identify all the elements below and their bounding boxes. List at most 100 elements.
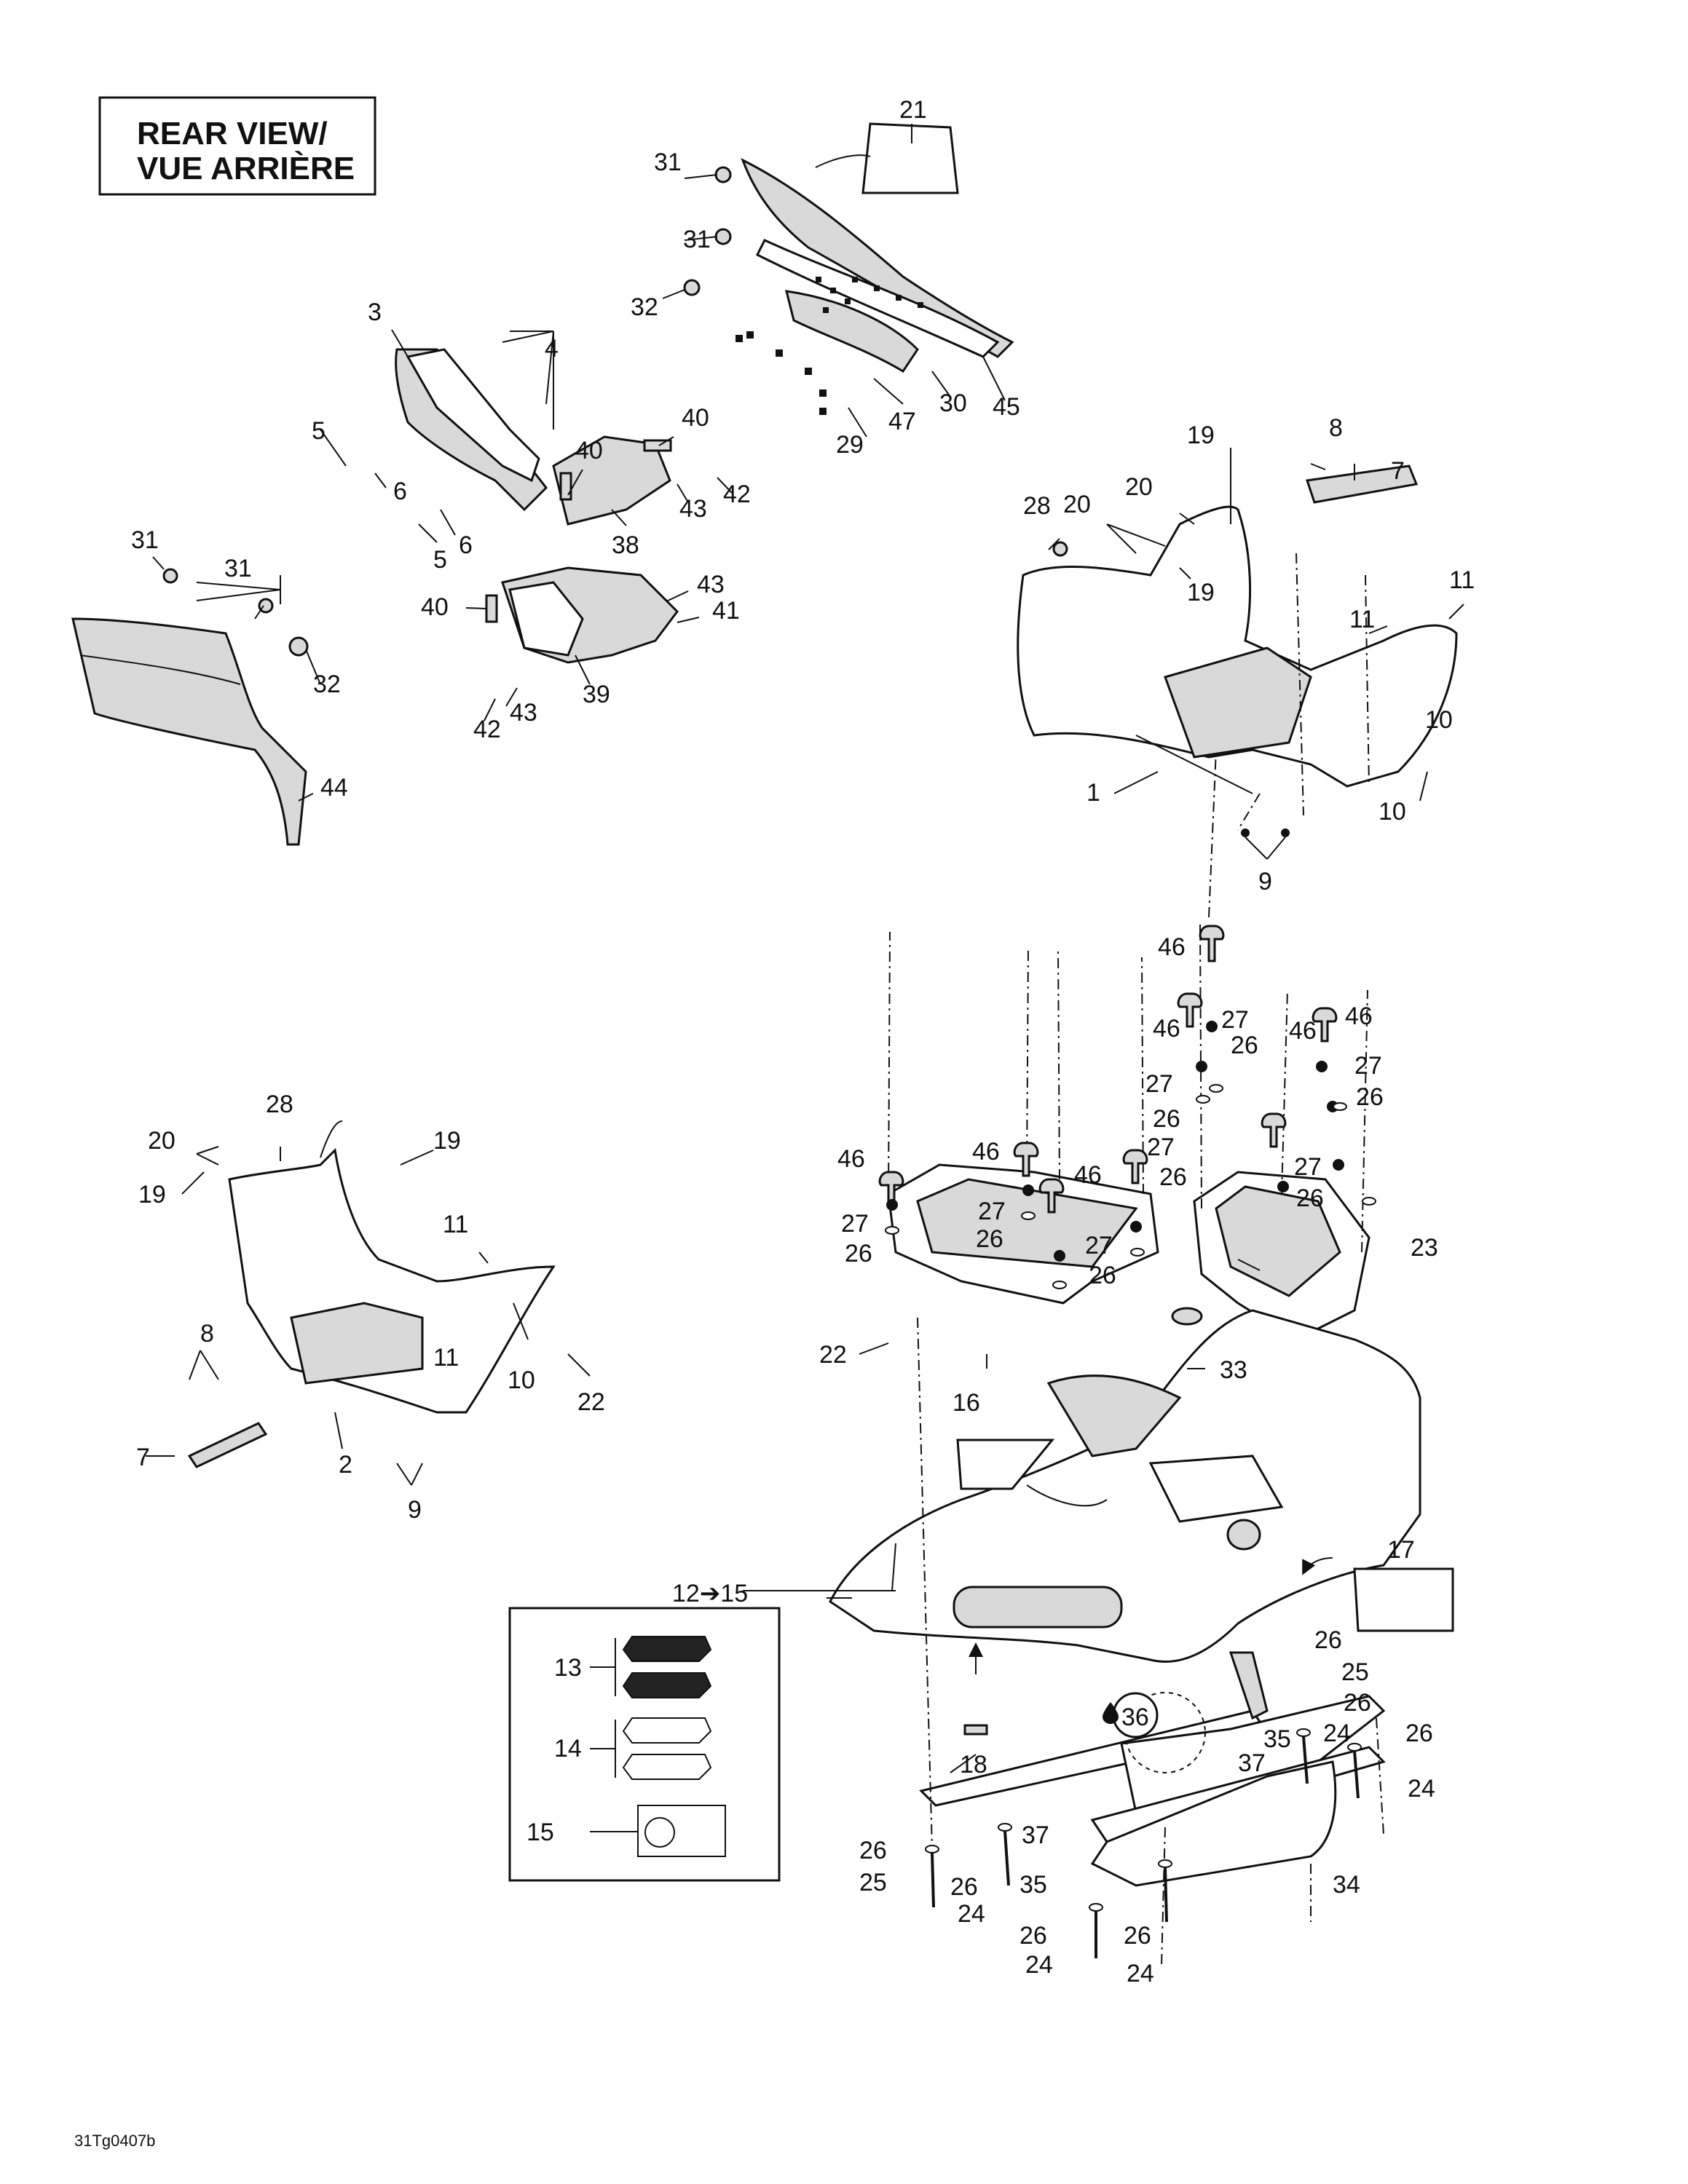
callout: 7 [1391,457,1405,485]
callout: 46 [837,1145,865,1173]
callout: 10 [1425,706,1453,734]
callout: 33 [1220,1356,1247,1384]
callout: 43 [697,571,725,598]
callout: 20 [1125,473,1153,501]
callout: 29 [836,431,864,459]
callout: 9 [408,1496,422,1524]
view-title-line2: VUE ARRIÈRE [137,150,355,186]
callout: 46 [1345,1002,1373,1030]
callout: 21 [899,96,927,124]
callout: 40 [575,437,603,464]
callout: 1 [1086,779,1100,807]
callout: 18 [960,1751,987,1779]
callout: 40 [682,404,709,432]
callout: 9 [1258,868,1272,895]
decal-panel [508,1607,781,1882]
bumper-frame-34 [919,1651,1386,1887]
rear-fender-panel-group [683,122,1014,415]
callout: 20 [148,1127,175,1155]
callout: 45 [993,393,1020,421]
callout: 8 [1329,414,1343,442]
callout: 26 [1159,1163,1187,1191]
callout: 37 [1022,1821,1049,1849]
callout: 26 [1405,1720,1433,1747]
callout: 13 [554,1654,582,1682]
callout: 47 [888,408,916,435]
callout: 46 [1289,1017,1317,1045]
callout: 11 [1349,606,1375,633]
view-title-box: REAR VIEW/ VUE ARRIÈRE [98,96,376,196]
callout: 25 [859,1869,887,1896]
callout: 42 [473,716,501,743]
callout: 27 [1145,1070,1173,1098]
callout: 2 [339,1451,352,1479]
callout: 19 [138,1181,166,1208]
callout: 26 [950,1873,978,1901]
callout: 26 [1356,1083,1384,1111]
oil-drop-icon [1103,1702,1119,1724]
callout: 27 [1147,1133,1175,1161]
rear-fender-12 [829,1309,1454,1736]
callout: 37 [1238,1749,1266,1777]
callout: 24 [958,1900,985,1928]
callout: 28 [1023,492,1051,520]
callout: 24 [1408,1775,1435,1803]
callout: 3 [368,298,382,326]
callout: 10 [508,1366,535,1394]
leader-lines [146,124,1464,1773]
callout: 6 [393,478,407,505]
callout: 27 [1354,1052,1382,1080]
callout: 31 [131,526,159,554]
callout: 19 [1187,422,1215,449]
view-title-line1: REAR VIEW/ [137,116,328,151]
figure-code: 31Tg0407b [74,2132,155,2150]
callout: 19 [433,1127,461,1155]
side-fender-44 [71,568,309,846]
callout: 26 [1019,1922,1047,1950]
callout: 5 [433,546,447,574]
callout: 46 [1074,1161,1102,1189]
callout: 27 [1085,1232,1113,1259]
callout: 26 [1231,1032,1258,1059]
callout: 22 [577,1388,605,1416]
fasteners [878,925,1376,1958]
rack-22-and-23 [887,1163,1370,1341]
callout: 26 [1153,1105,1180,1133]
callout: 11 [443,1211,468,1238]
callout: 27 [1294,1153,1322,1181]
callout: 4 [545,335,559,363]
callout: 35 [1263,1725,1291,1753]
callout: 31 [224,555,252,582]
callout: 44 [320,774,348,802]
callout: 26 [1314,1626,1342,1654]
callout: 43 [510,699,537,727]
callout: 17 [1387,1536,1415,1564]
callout: 43 [679,495,707,523]
callout: 31 [654,149,682,176]
callout: 26 [845,1240,872,1267]
callout: 7 [136,1444,150,1471]
callout: 32 [313,670,341,698]
callout: 24 [1127,1960,1154,1987]
callout: 19 [1187,579,1215,606]
callout: 10 [1379,798,1406,826]
callout: 26 [976,1225,1003,1253]
decal-21-shape [861,122,959,194]
callout: 5 [312,417,326,445]
callout: 26 [1344,1689,1371,1717]
callout: 12➔15 [672,1580,748,1607]
callout: 26 [1296,1184,1324,1212]
callout: 22 [819,1341,847,1369]
callout: 6 [459,531,473,559]
callout: 24 [1323,1720,1351,1747]
callout: 38 [612,531,639,559]
callout: 20 [1063,491,1091,518]
rear-body-2 [187,1120,556,1468]
callout: 14 [554,1735,582,1762]
callout: 26 [1124,1922,1151,1950]
callout: 23 [1411,1234,1438,1262]
callout: 24 [1025,1951,1053,1979]
callout: 31 [683,226,711,253]
callout: 11 [433,1344,459,1372]
